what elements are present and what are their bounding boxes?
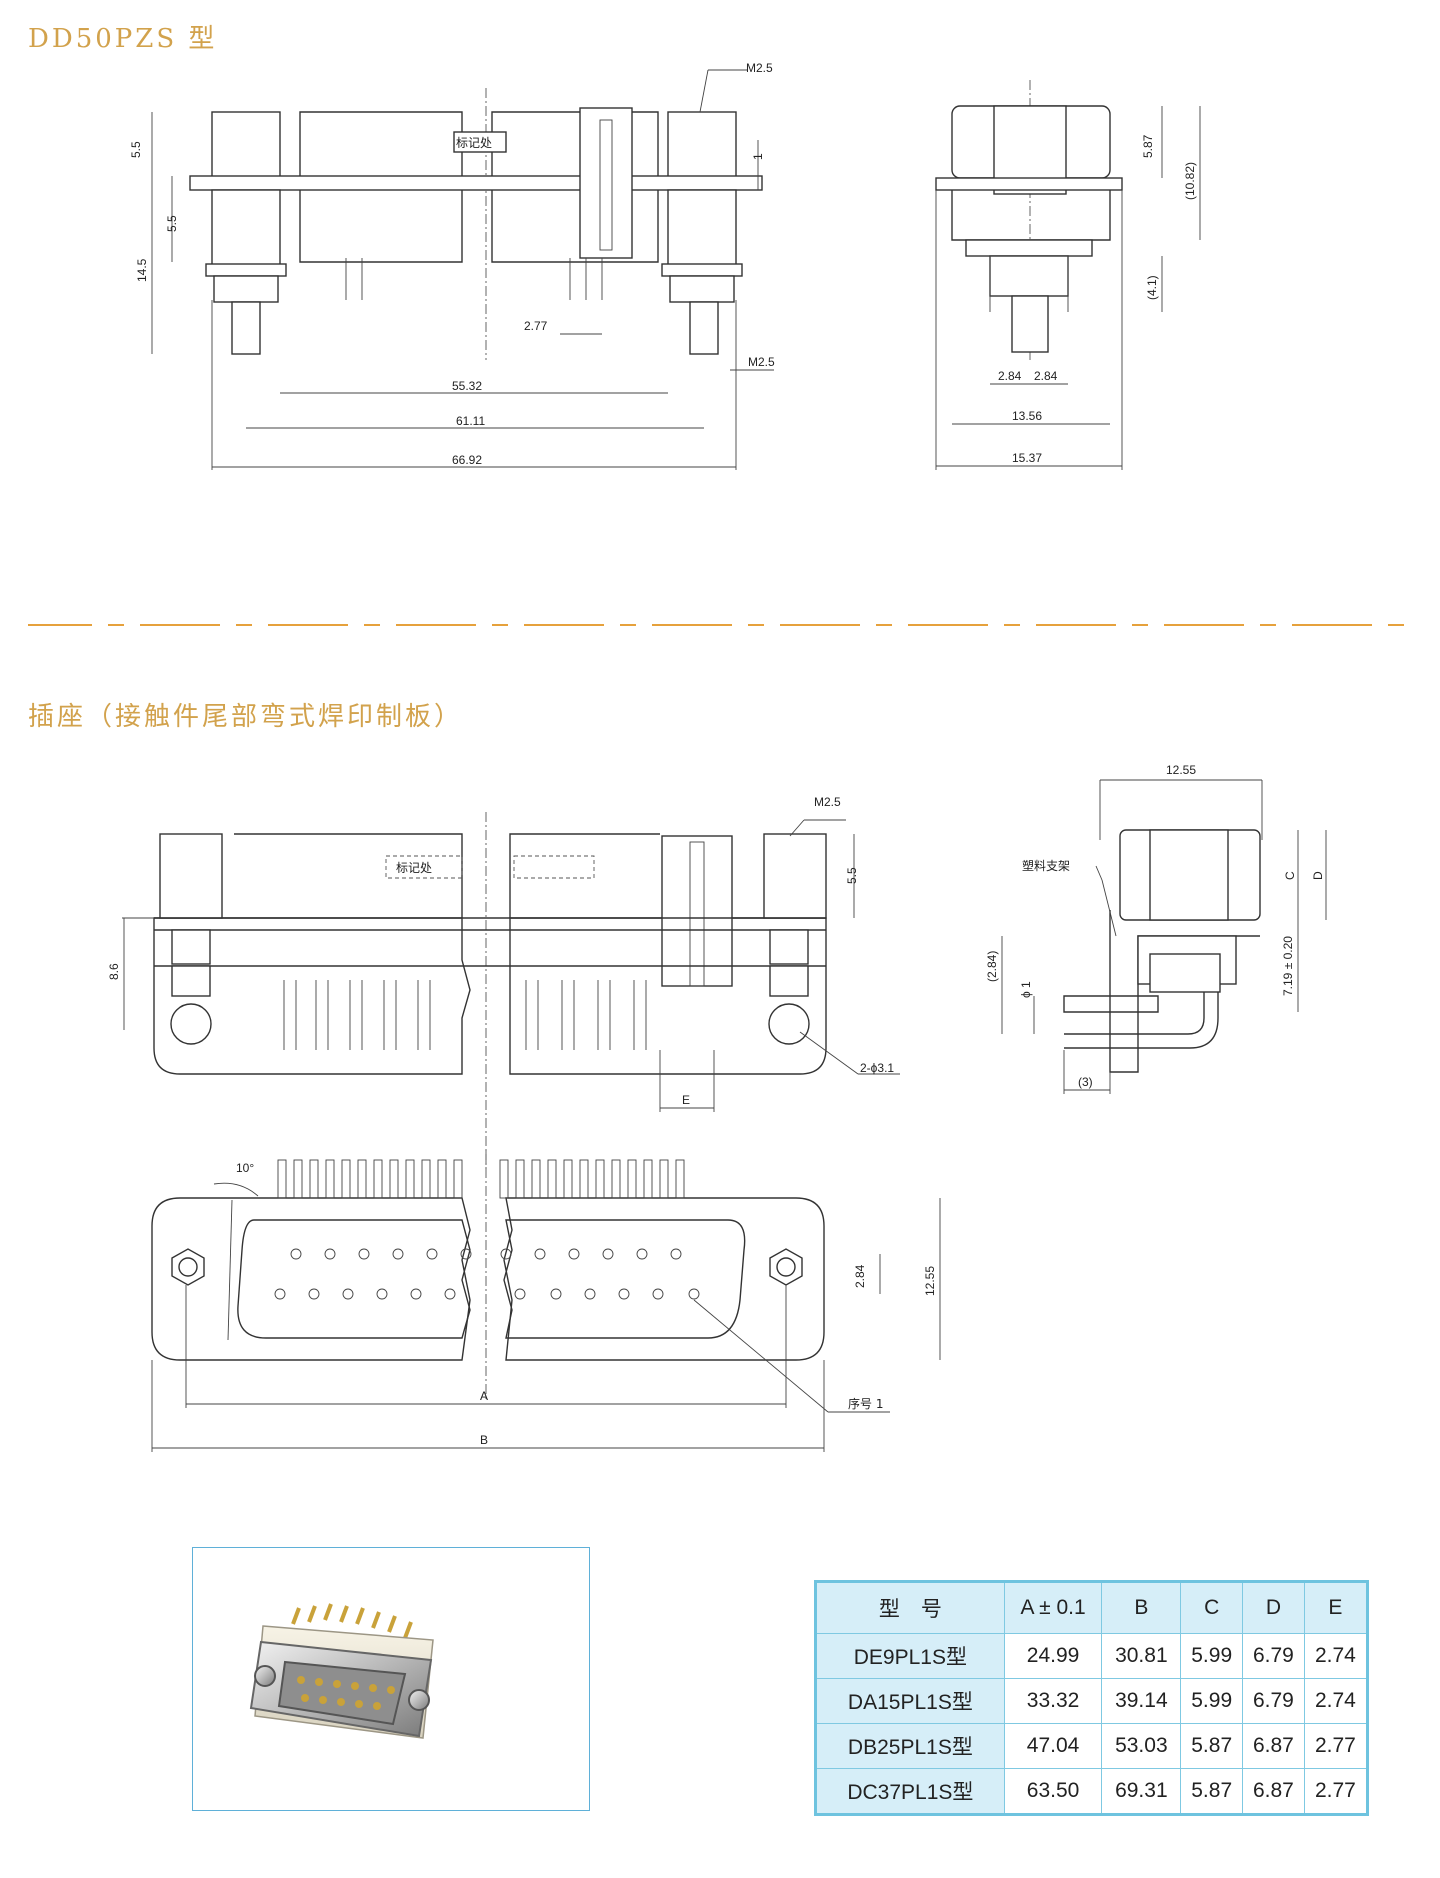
- dim-side1-e: 2.84: [1034, 369, 1058, 383]
- dim-front1-a: 5.5: [129, 141, 143, 158]
- dim-front1-f: 55.32: [452, 379, 482, 393]
- table-cell: 39.14: [1101, 1678, 1182, 1724]
- dim-side1-b: (10.82): [1183, 162, 1197, 200]
- table-cell: 5.99: [1180, 1633, 1244, 1679]
- section-title-socket: 插座（接触件尾部弯式焊印制板）: [28, 702, 464, 732]
- product-photo-frame: [192, 1547, 590, 1811]
- table-cell: 69.31: [1101, 1768, 1182, 1815]
- table-cell: DC37PL1S型: [815, 1768, 1005, 1815]
- dim-front1-g: 61.11: [456, 414, 485, 428]
- dim-front1-d: 1: [751, 153, 765, 160]
- dim-front1-e: 2.77: [524, 319, 548, 333]
- dim-front1-h: 66.92: [452, 453, 482, 467]
- front-view-1: [151, 69, 774, 470]
- table-row: DE9PL1S型 24.99 30.81 5.99 6.79 2.74: [815, 1633, 1369, 1679]
- table-cell: 53.03: [1101, 1723, 1182, 1769]
- label-bracket: 塑料支架: [1022, 858, 1070, 873]
- mounting-screw-left: [254, 1665, 276, 1687]
- dim-side1-f: 13.56: [1012, 409, 1042, 423]
- table-row: DA15PL1S型 33.32 39.14 5.99 6.79 2.74: [815, 1678, 1369, 1724]
- side-view-2-labels: 12.55 塑料支架 C D 7.19 ± 0.20 (2.84) ϕ 1 (3…: [985, 763, 1325, 1089]
- table-cell: 24.99: [1003, 1633, 1103, 1679]
- table-header-cell: B: [1101, 1581, 1182, 1634]
- front-view-2-pins: [283, 980, 647, 1050]
- connector-photo: [249, 1603, 434, 1739]
- front-view-2-labels: M2.5 标记处 5.5 8.6 2-ϕ3.1 E: [107, 795, 894, 1107]
- front-view-1-labels: M2.5 标记处 5.5 5.5 14.5 1 2.77 55.32 61.11…: [129, 61, 775, 467]
- table-row: DB25PL1S型 47.04 53.03 5.87 6.87 2.77: [815, 1723, 1369, 1769]
- table-cell: 6.87: [1242, 1723, 1305, 1769]
- table-header-cell: E: [1303, 1581, 1369, 1634]
- side-view-1-labels: 5.87 (10.82) (4.1) 2.84 2.84 13.56 15.37: [998, 134, 1197, 465]
- label-a: A: [480, 1389, 488, 1403]
- dim-angle: 10°: [236, 1161, 254, 1175]
- dim-front1-c: 14.5: [135, 258, 149, 282]
- label-pin1: 序号 1: [848, 1396, 883, 1411]
- table-cell: DE9PL1S型: [815, 1633, 1005, 1679]
- dim-thread-top: M2.5: [746, 61, 773, 75]
- table-cell: 2.74: [1303, 1678, 1369, 1724]
- label-d: D: [1311, 871, 1325, 880]
- table-cell: 47.04: [1003, 1723, 1103, 1769]
- table-row: DC37PL1S型 63.50 69.31 5.87 6.87 2.77: [815, 1768, 1369, 1815]
- table-cell: 2.77: [1303, 1723, 1369, 1769]
- dim-side1-d: 2.84: [998, 369, 1022, 383]
- dim-holes: 2-ϕ3.1: [860, 1061, 894, 1075]
- bottom-view-2-labels: 10° 2.84 12.55 A B 序号 1: [236, 1161, 937, 1447]
- table-cell: 6.79: [1242, 1678, 1305, 1724]
- table-header-cell: 型 号: [815, 1581, 1005, 1634]
- marking-label-2: 标记处: [396, 861, 432, 875]
- dim-12-55: 12.55: [923, 1266, 937, 1296]
- table-cell: 63.50: [1003, 1768, 1103, 1815]
- bottom-view-2-contacts: [274, 1248, 700, 1300]
- bottom-view-2: [151, 1150, 941, 1452]
- bottom-view-2-pin-tails: [277, 1159, 685, 1199]
- section-title-dd50pzs: DD50PZS 型: [28, 24, 218, 54]
- dim-side-width: 12.55: [1166, 763, 1196, 777]
- dim-front1-b: 5.5: [165, 215, 179, 232]
- dim-8-6: 8.6: [107, 963, 121, 980]
- dim-side1-a: 5.87: [1141, 134, 1155, 158]
- dim-phi-1: ϕ 1: [1019, 981, 1033, 998]
- table-header-cell: C: [1180, 1581, 1244, 1634]
- table-header-cell: A ± 0.1: [1003, 1581, 1103, 1634]
- table-cell: 2.77: [1303, 1768, 1369, 1815]
- connector-contacts: [297, 1676, 395, 1710]
- label-c: C: [1283, 871, 1297, 880]
- table-cell: 5.87: [1180, 1723, 1244, 1769]
- table-header-cell: D: [1242, 1581, 1305, 1634]
- connector-face: [277, 1660, 407, 1726]
- table-cell: DB25PL1S型: [815, 1723, 1005, 1769]
- side-view-2: [1001, 779, 1327, 1094]
- dim-5-5: 5.5: [845, 867, 859, 884]
- dim-2-84-ref: (2.84): [985, 951, 999, 982]
- label-b: B: [480, 1433, 488, 1447]
- table-cell: DA15PL1S型: [815, 1678, 1005, 1724]
- dim-side1-c: (4.1): [1145, 275, 1159, 300]
- marking-label-1: 标记处: [456, 136, 492, 150]
- table-cell: 2.74: [1303, 1633, 1369, 1679]
- dim-thread-2: M2.5: [814, 795, 841, 809]
- table-cell: 30.81: [1101, 1633, 1182, 1679]
- side-view-1: [935, 80, 1201, 470]
- dim-side1-g: 15.37: [1012, 451, 1042, 465]
- table-cell: 33.32: [1003, 1678, 1103, 1724]
- table-cell: 6.87: [1242, 1768, 1305, 1815]
- dim-thread-bottom: M2.5: [748, 355, 775, 369]
- connector-pins: [291, 1603, 413, 1639]
- spec-table: 型 号 A ± 0.1 B C D E DE9PL1S型 24.99 30.81…: [814, 1580, 1369, 1816]
- dim-2-84: 2.84: [853, 1264, 867, 1288]
- label-e: E: [682, 1093, 690, 1107]
- front-view-2: [122, 812, 900, 1170]
- dim-3: (3): [1078, 1075, 1093, 1089]
- table-cell: 5.99: [1180, 1678, 1244, 1724]
- table-cell: 6.79: [1242, 1633, 1305, 1679]
- mounting-screw-right: [408, 1689, 430, 1711]
- table-cell: 5.87: [1180, 1768, 1244, 1815]
- table-header-row: 型 号 A ± 0.1 B C D E: [815, 1581, 1369, 1634]
- dim-7-19: 7.19 ± 0.20: [1281, 936, 1295, 996]
